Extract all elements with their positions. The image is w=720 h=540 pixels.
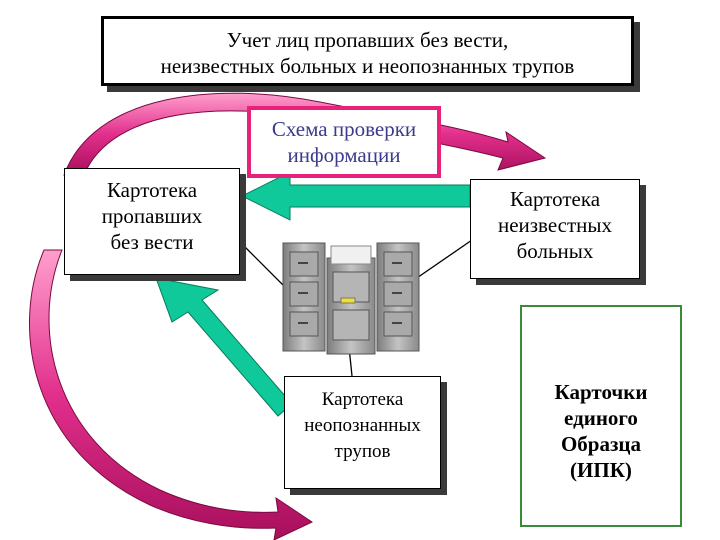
cards-line-4: (ИПК) [570,458,632,482]
horizontal-green-arrow [240,171,471,221]
diagonal-green-arrow [155,277,293,417]
unknown-line-3: больных [516,239,594,263]
scheme-line-1: Схема проверки [271,117,417,141]
scheme-line-2: информации [287,143,401,167]
corpses-line-2: неопознанных [304,415,421,436]
unknown-line-1: Картотека [509,187,601,211]
corpses-line-3: трупов [334,441,391,462]
corpses-line-1: Картотека [321,389,404,410]
unknown-line-2: неизвестных [497,213,613,237]
cards-line-2: единого [564,406,638,430]
bottom-magenta-arrow [29,249,314,540]
title-box: Учет лиц пропавших без вести, неизвестны… [101,16,634,86]
title-line-1: Учет лиц пропавших без вести, [226,28,509,52]
missing-line-1: Картотека [106,178,198,202]
top-magenta-arrow [63,92,547,176]
scheme-label-box: Схема проверки информации [247,106,441,178]
missing-line-2: пропавших [101,204,203,228]
filing-cabinet-icon [282,242,420,355]
title-line-2: неизвестных больных и неопознанных трупо… [160,54,575,78]
missing-persons-card-file: Картотека пропавших без вести [64,168,240,275]
unified-cards-box: Карточки единого Образца (ИПК) [520,305,682,527]
cards-line-3: Образца [560,432,642,456]
cards-line-1: Карточки [554,380,648,404]
missing-line-3: без вести [110,230,194,254]
unidentified-corpses-card-file: Картотека неопознанных трупов [284,376,441,489]
unknown-patients-card-file: Картотека неизвестных больных [470,179,640,279]
